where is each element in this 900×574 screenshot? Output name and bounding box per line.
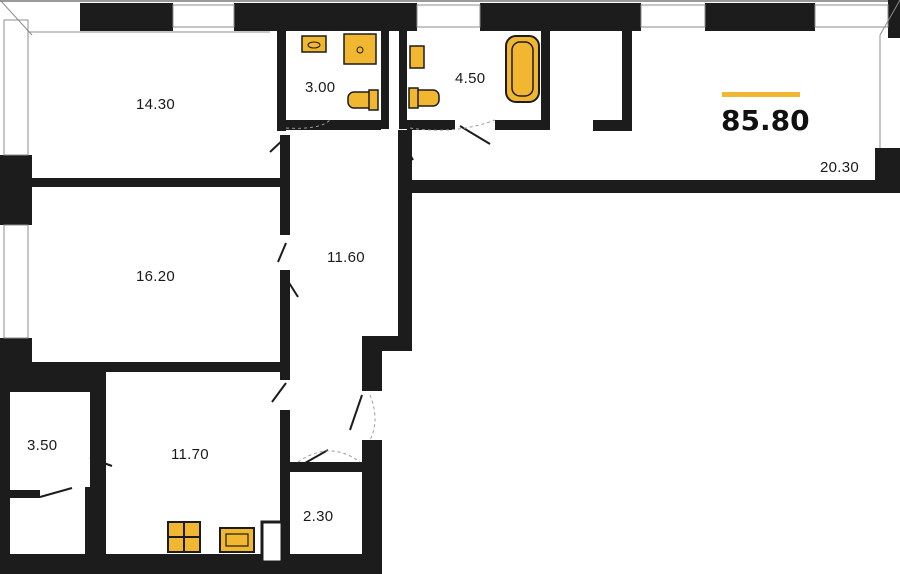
door-swings <box>285 119 496 463</box>
total-area-accent <box>722 92 800 97</box>
room-area-label: 16.20 <box>136 268 176 285</box>
kitchen-sink-icon <box>219 527 255 553</box>
total-area: 85.80 <box>721 104 810 137</box>
room-area-label: 3.50 <box>27 437 58 454</box>
sink-icon-2 <box>409 45 425 69</box>
room-area-label: 11.60 <box>327 249 365 266</box>
room-area-label: 11.70 <box>171 446 209 463</box>
room-area-label: 20.30 <box>820 159 860 176</box>
windows <box>0 0 900 339</box>
doors <box>39 125 491 498</box>
toilet-icon-2 <box>408 87 440 109</box>
bathtub-icon <box>505 35 540 103</box>
sink-icon <box>301 35 327 53</box>
room-area-label: 4.50 <box>455 70 486 87</box>
room-area-label: 3.00 <box>305 79 336 96</box>
toilet-icon <box>347 89 379 111</box>
room-area-label: 14.30 <box>136 96 176 113</box>
room-area-label: 2.30 <box>303 508 334 525</box>
stove-icon <box>167 521 201 553</box>
shower-tray-icon <box>343 33 377 65</box>
